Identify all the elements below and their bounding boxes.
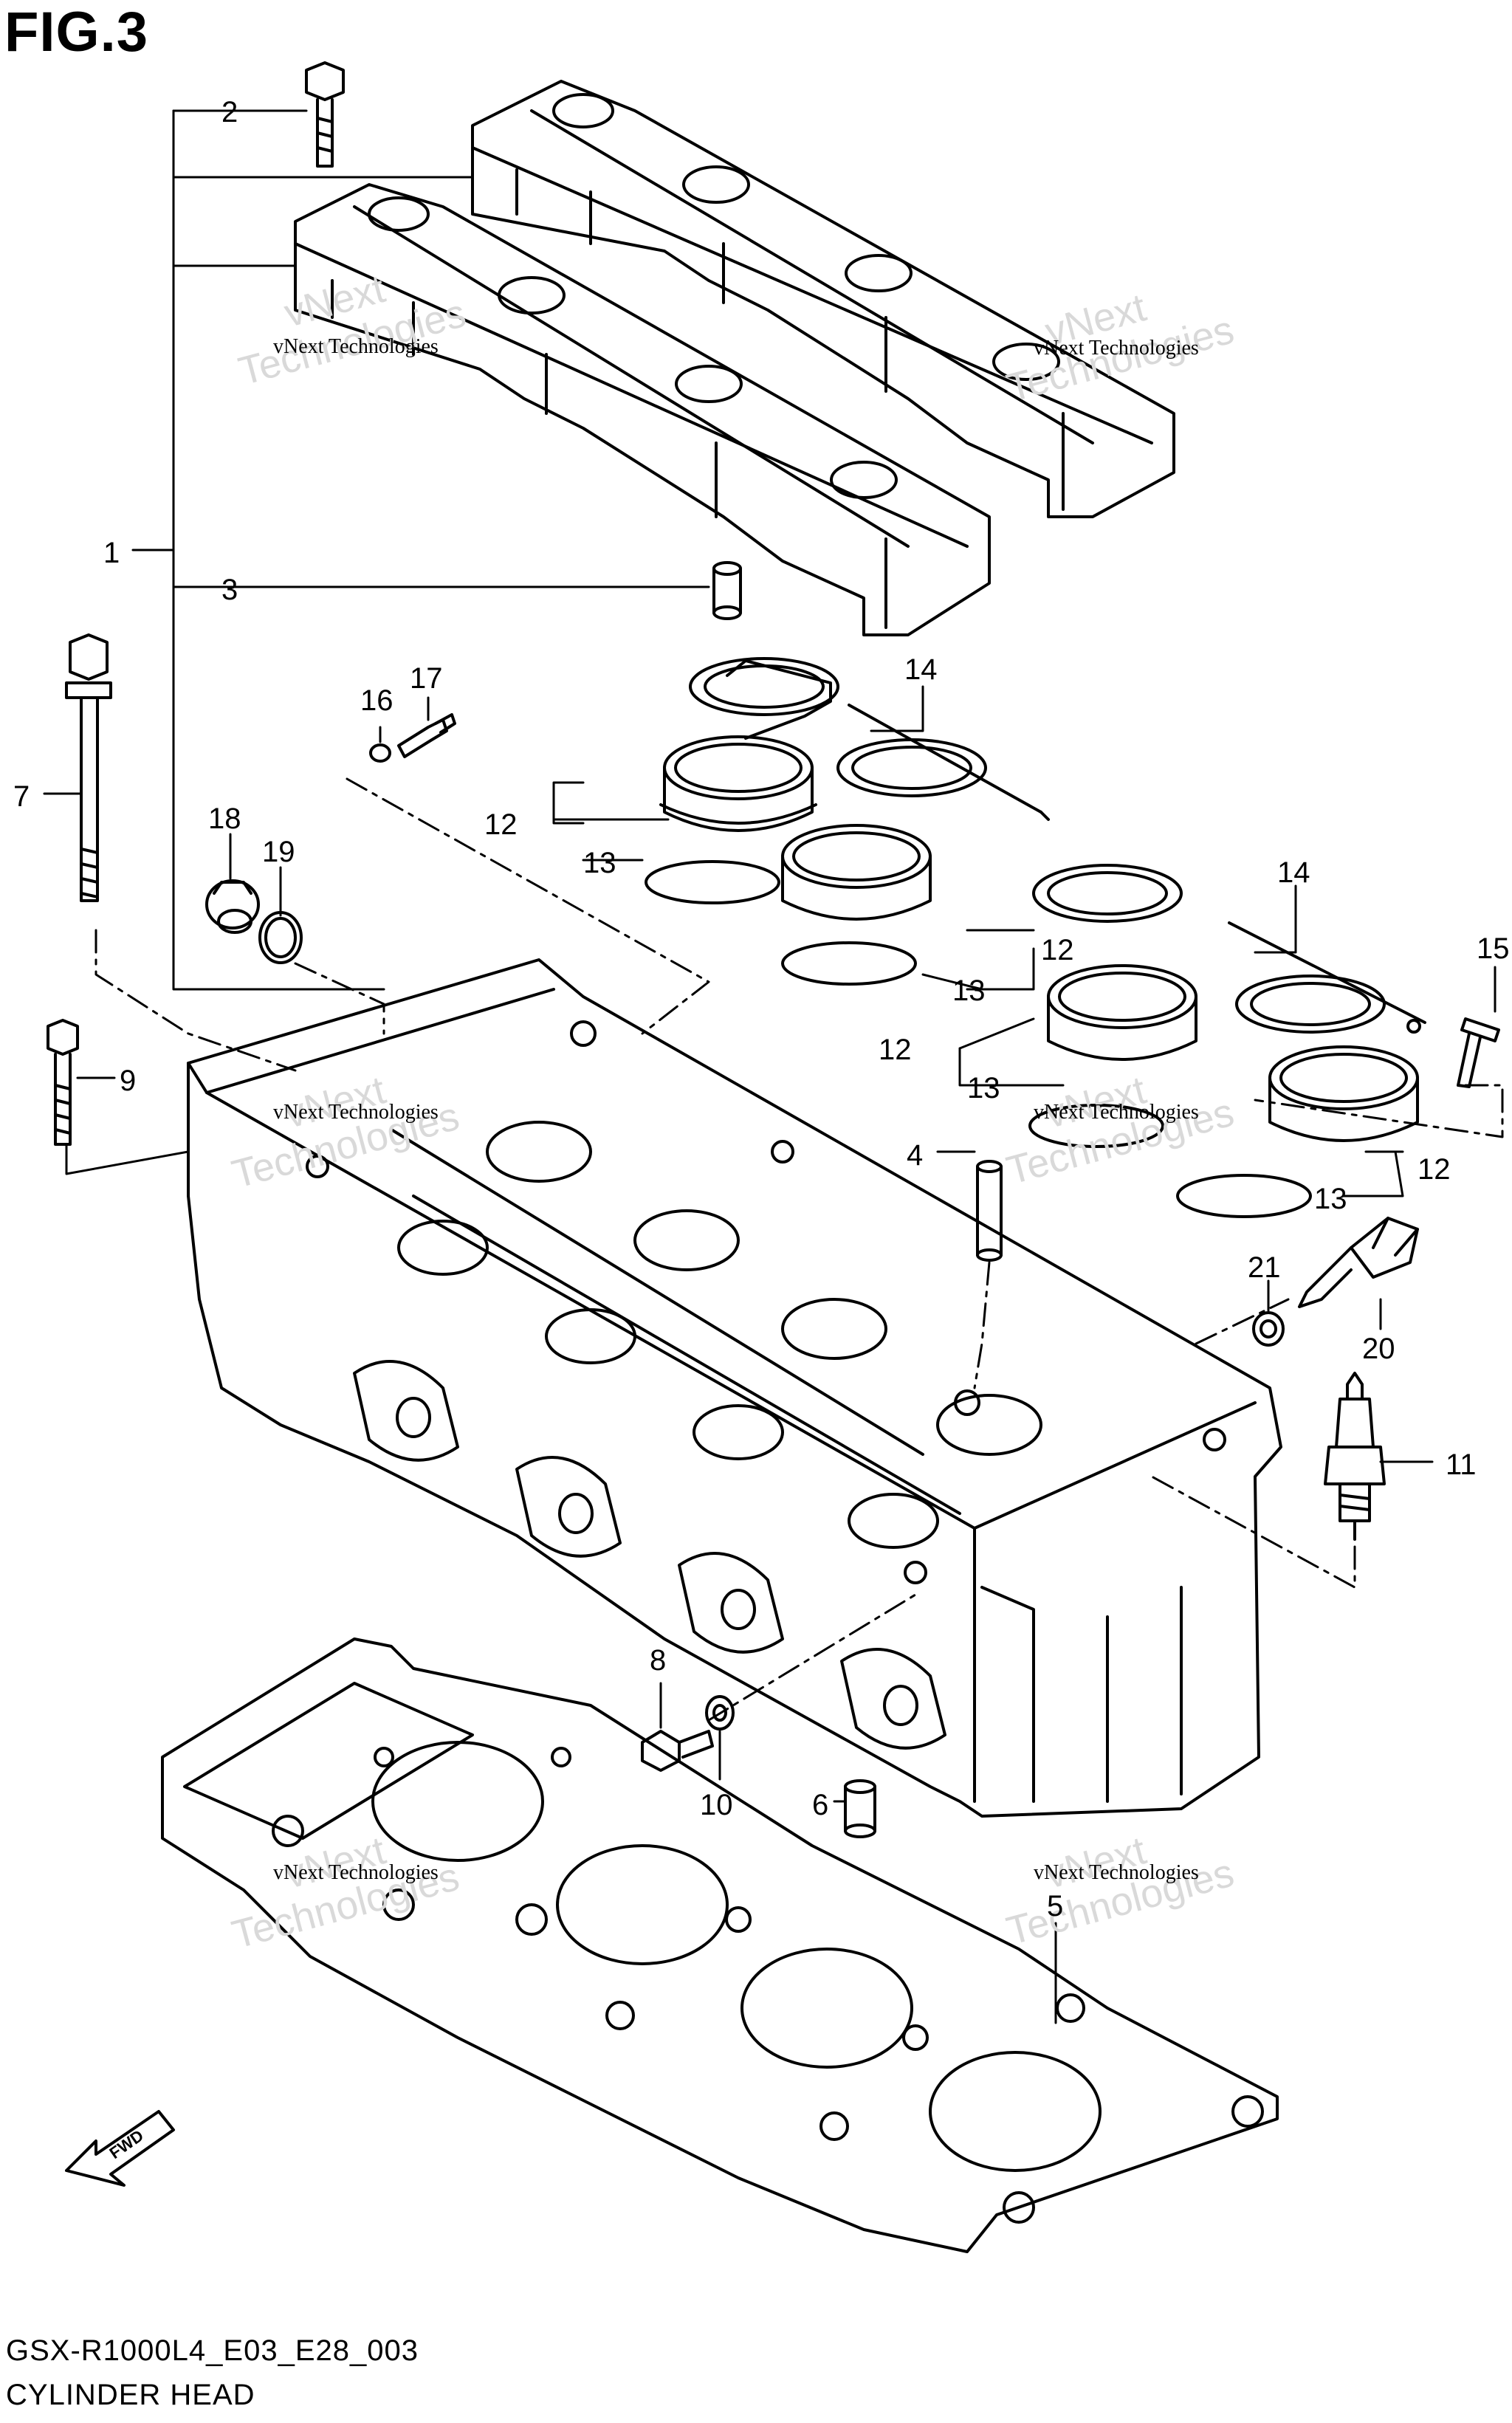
callout-10: 10 (700, 1789, 733, 1821)
watermark-text: vNext Technologies (1034, 1861, 1199, 1884)
callout-6: 6 (812, 1789, 828, 1821)
callout-8: 8 (650, 1644, 666, 1677)
callout-numbers: 1 2 3 4 5 6 7 8 9 10 11 12 13 14 15 16 1… (13, 96, 1510, 1922)
callout-12: 12 (1041, 934, 1074, 966)
o-ring-19 (258, 911, 303, 964)
bolt-2 (305, 61, 345, 168)
callout-12: 12 (879, 1034, 912, 1066)
camshaft-holder-rear (471, 80, 1175, 518)
bolt-9 (47, 1019, 79, 1146)
cylinder-head (187, 958, 1282, 1818)
callout-9: 9 (120, 1065, 136, 1097)
pin-4 (976, 1160, 1003, 1262)
callout-15: 15 (1477, 932, 1510, 965)
dowel-pin-3 (712, 561, 742, 620)
sensor-20 (1298, 1217, 1419, 1308)
callout-12: 12 (484, 808, 518, 841)
diagram-code: GSX-R1000L4_E03_E28_003 (6, 2334, 419, 2367)
watermark-text: vNext Technologies (273, 1101, 439, 1124)
callout-21: 21 (1248, 1251, 1281, 1284)
watermark-text: vNext Technologies (273, 335, 439, 358)
fwd-arrow (65, 2110, 175, 2187)
callout-19: 19 (262, 836, 295, 868)
camshaft-holder-front (294, 183, 991, 636)
intake-pipes-12 (659, 735, 1419, 1142)
callout-5: 5 (1047, 1890, 1063, 1922)
callout-17: 17 (410, 662, 443, 695)
figure-title: FIG.3 (4, 1, 149, 63)
callout-18: 18 (208, 802, 241, 835)
spark-plug-11 (1324, 1372, 1386, 1541)
callout-4: 4 (907, 1139, 923, 1172)
screw-15 (1457, 1017, 1500, 1088)
watermark-text: vNext Technologies (273, 1861, 439, 1884)
plug-18 (205, 879, 260, 934)
callout-13: 13 (967, 1072, 1000, 1104)
callout-13: 13 (1314, 1183, 1347, 1215)
bolt-8 (641, 1730, 714, 1772)
callout-13: 13 (952, 975, 986, 1007)
fitting-16-17 (369, 713, 456, 763)
callout-2: 2 (221, 96, 238, 128)
callout-16: 16 (360, 684, 394, 717)
callout-12: 12 (1418, 1153, 1451, 1186)
watermark-text: vNext Technologies (1034, 1101, 1199, 1124)
diagram-name: CYLINDER HEAD (6, 2379, 255, 2411)
watermark-text: vNext Technologies (1034, 337, 1199, 360)
callout-11: 11 (1446, 1448, 1477, 1481)
callout-7: 7 (13, 780, 30, 813)
callout-leaders (43, 109, 1504, 2024)
bolt-7 (65, 633, 112, 902)
head-gasket-5 (161, 1637, 1279, 2253)
callout-20: 20 (1362, 1333, 1395, 1365)
washer-21 (1252, 1311, 1285, 1347)
callout-3: 3 (221, 574, 238, 606)
callout-1: 1 (103, 537, 120, 569)
callout-14: 14 (904, 653, 938, 686)
washer-10 (705, 1695, 735, 1731)
callout-13: 13 (583, 847, 616, 879)
dowel-pin-6 (844, 1779, 876, 1838)
callout-14: 14 (1277, 856, 1310, 889)
o-rings-13 (645, 860, 1312, 1218)
fwd-label: FWD (106, 2126, 147, 2162)
clamp-wires-14 (848, 704, 1426, 1034)
